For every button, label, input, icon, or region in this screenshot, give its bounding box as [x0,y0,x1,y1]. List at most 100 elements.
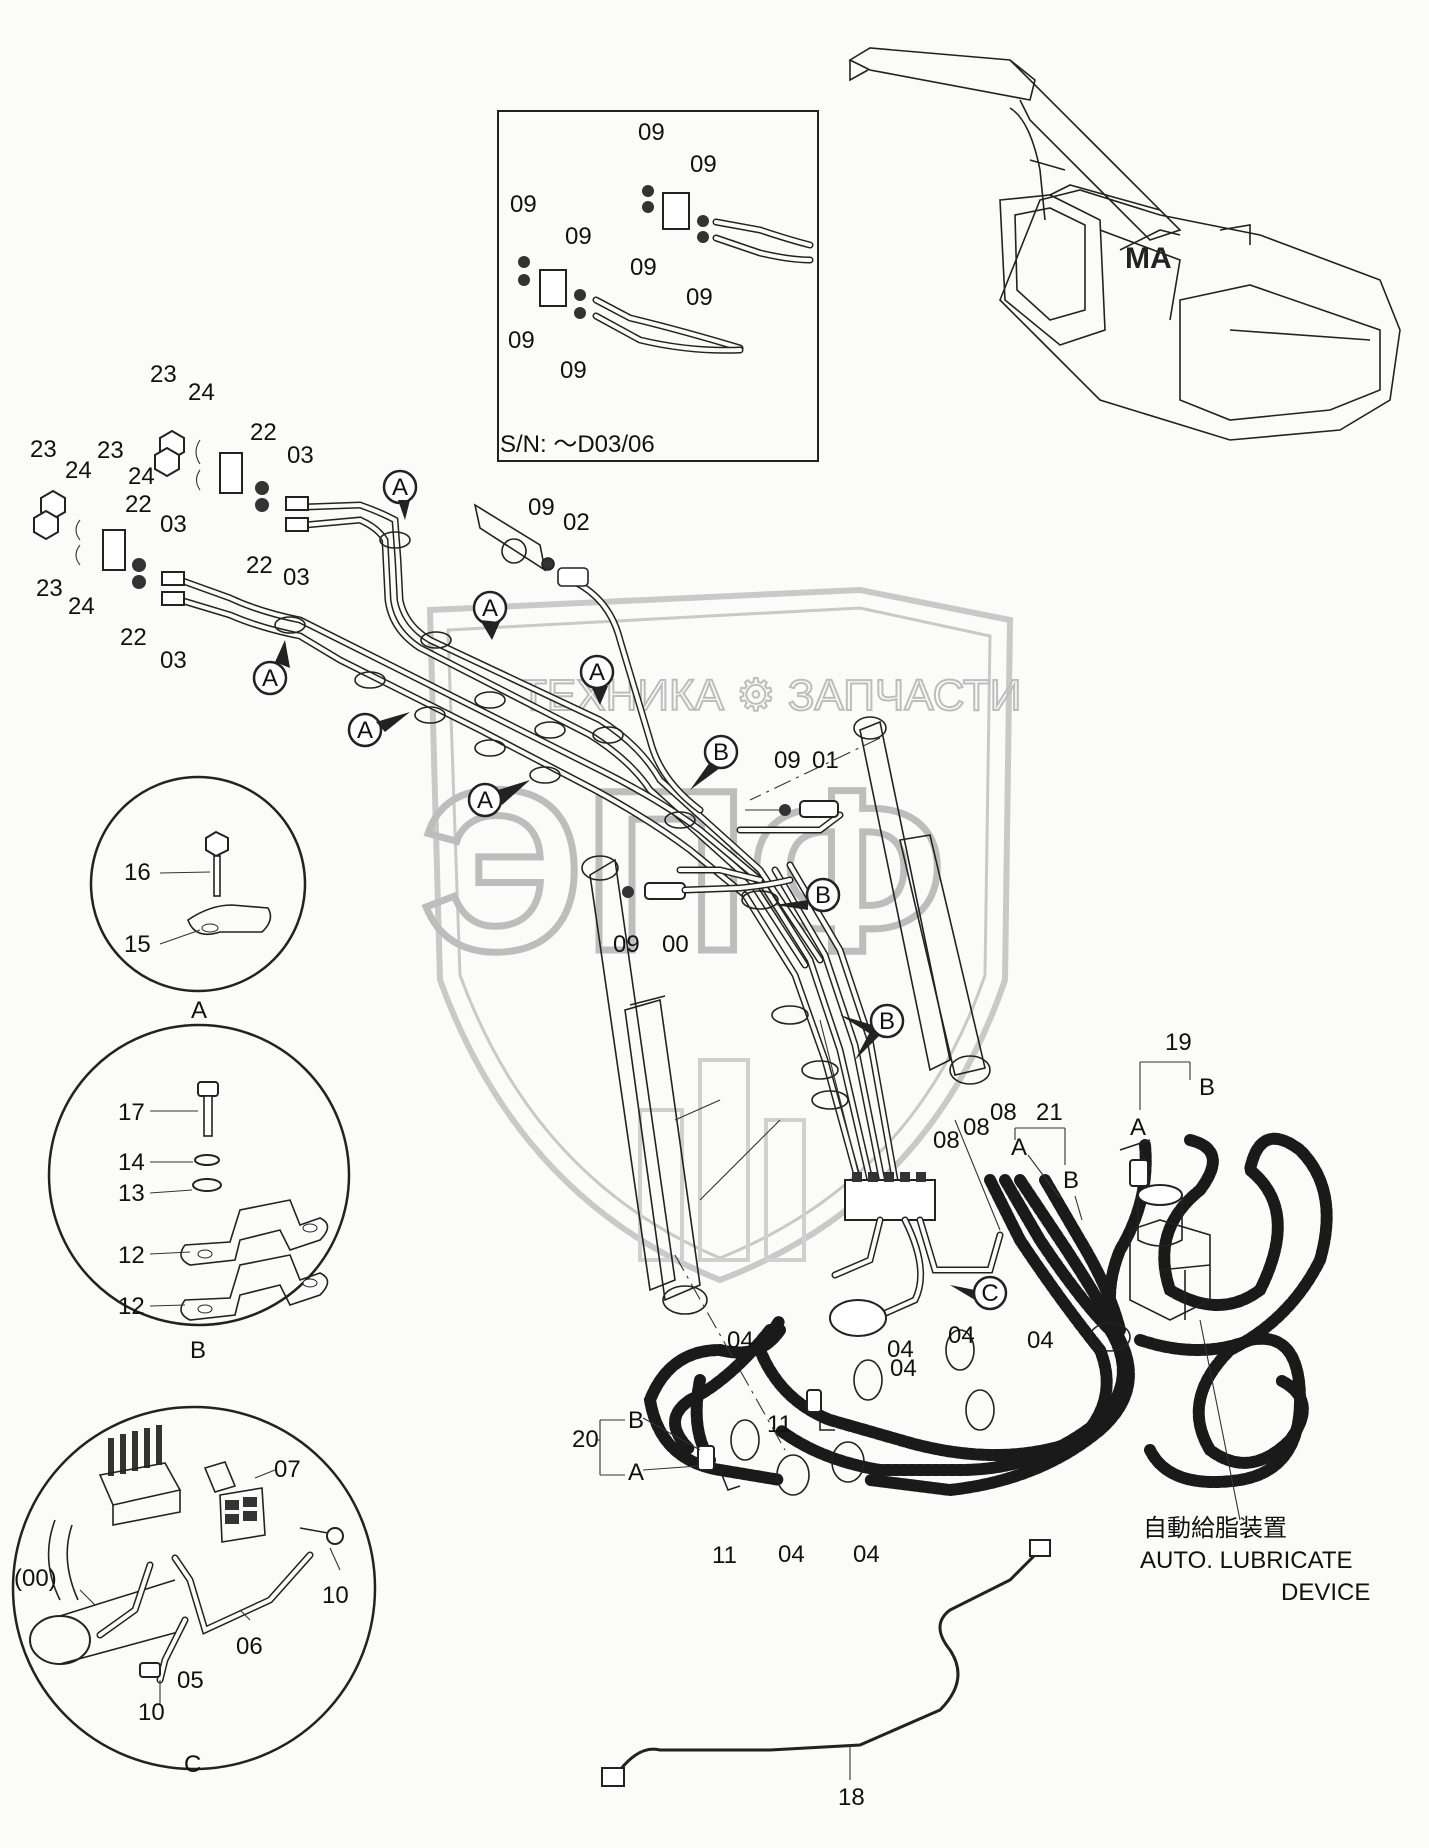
callout-21-b: B [1063,1167,1079,1194]
clamp-marker-2: A [482,595,498,622]
leader-lines [674,737,881,1451]
callout-08-a: 08 [933,1127,960,1154]
callout-19-a: A [1130,1114,1146,1141]
callout-08-c: 08 [990,1099,1017,1126]
callout-24-b: 24 [128,463,155,490]
lube-hoses [643,1132,1333,1497]
device-label-jp: 自動給脂装置 [1143,1515,1287,1542]
inset-callout-5: 09 [510,191,537,218]
boom-top-pin [473,503,589,587]
callout-brackets [595,1061,1191,1476]
detail-c-part-07: 07 [274,1456,301,1483]
callout-24-a: 24 [188,379,215,406]
callout-23-b: 23 [97,437,124,464]
callout-00: 00 [662,931,689,958]
callout-11-b: 11 [712,1542,737,1569]
callout-04-b: 04 [887,1336,914,1363]
detail-a-part-15: 15 [124,931,151,958]
callout-23-d: 23 [36,575,63,602]
callout-04-a: 04 [727,1327,754,1354]
callout-22-d: 22 [120,624,147,651]
main-piping [176,501,899,1184]
detail-c-part-10-a: 10 [322,1582,349,1609]
callout-01: 01 [812,747,839,774]
callout-23-c: 23 [30,436,57,463]
detail-b-part-17: 17 [118,1099,145,1126]
callout-04-f: 04 [778,1541,805,1568]
detail-b-part-12-a: 12 [118,1242,145,1269]
callout-24-d: 24 [68,593,95,620]
inset-callout-3: 09 [630,254,657,281]
inset-serial-label: S/N: ～D03/06 [500,431,655,458]
auto-lubricate-device [1119,1139,1241,1521]
hose-18 [601,1539,1051,1787]
inset-fitting-right [642,185,814,264]
detail-c: 07 (00) 10 05 06 10 C [11,1405,377,1778]
callout-19-b: B [1199,1074,1215,1101]
callout-21: 21 [1036,1099,1063,1126]
callout-09-boom: 09 [613,931,640,958]
callout-22-b: 22 [246,552,273,579]
callout-20: 20 [572,1426,599,1453]
main-callouts: 23 24 23 24 23 24 23 24 22 22 22 22 03 0… [30,361,1215,1811]
callout-19: 19 [1165,1029,1192,1056]
callout-04-c: 04 [948,1322,975,1349]
svg-text:MA: MA [1125,242,1172,275]
inset-callout-2: 09 [690,151,717,178]
callout-03-a: 03 [287,442,314,469]
clamp-marker-10: C [981,1280,998,1307]
callout-20-b: B [628,1407,644,1434]
hose-clamp-rings [730,1322,1131,1496]
detail-c-part-06: 06 [236,1633,263,1660]
clamp-marker-5: A [477,787,493,814]
fittings-mid [622,800,839,900]
detail-c-part-00: (00) [14,1565,57,1592]
arm-cylinder [853,716,991,1085]
inset-callout-1: 09 [638,119,665,146]
detail-a: 16 15 A [89,775,307,1024]
callout-09-top: 09 [528,494,555,521]
callout-22-c: 22 [125,491,152,518]
callout-03-b: 03 [283,564,310,591]
clamp-marker-7: B [713,739,729,766]
inset-callout-6: 09 [565,223,592,250]
clamp-marker-4: A [357,717,373,744]
clamp-marker-8: B [815,882,831,909]
callout-21-a: A [1011,1134,1027,1161]
clamp-marker-6: A [262,665,278,692]
callout-18: 18 [838,1784,865,1811]
inset-callout-8: 09 [560,357,587,384]
callout-23-a: 23 [150,361,177,388]
callout-20-a: A [628,1459,644,1486]
boom-cylinder [581,855,708,1315]
detail-b-title: B [190,1337,206,1364]
clamp-rings [274,531,849,1110]
clamp-marker-1: A [392,474,408,501]
callout-04-g: 04 [853,1541,880,1568]
detail-c-title: C [184,1751,201,1778]
inset-callout-7: 09 [508,327,535,354]
callout-04-e: 04 [1027,1327,1054,1354]
fittings-20-11 [697,1389,835,1491]
detail-b-part-12-b: 12 [118,1293,145,1320]
detail-a-part-16: 16 [124,859,151,886]
detail-b-part-13: 13 [118,1180,145,1207]
callout-03-d: 03 [160,647,187,674]
detail-c-part-10-b: 10 [138,1699,165,1726]
callout-08-b: 08 [963,1114,990,1141]
callout-02: 02 [563,509,590,536]
clamp-markers: A A A A A A B B B C [252,469,1008,1311]
distributor [674,1019,1004,1337]
device-label-en2: DEVICE [1281,1579,1370,1606]
device-label: 自動給脂装置 AUTO. LUBRICATE DEVICE [1140,1515,1370,1606]
callout-24-c: 24 [65,457,92,484]
device-label-en1: AUTO. LUBRICATE [1140,1547,1352,1574]
upper-left-fittings [33,429,309,606]
detail-a-title: A [191,997,207,1024]
excavator-sketch: MA [848,47,1401,441]
callout-09-arm: 09 [774,747,801,774]
callout-03-c: 03 [160,511,187,538]
callout-11-a: 11 [767,1411,792,1438]
